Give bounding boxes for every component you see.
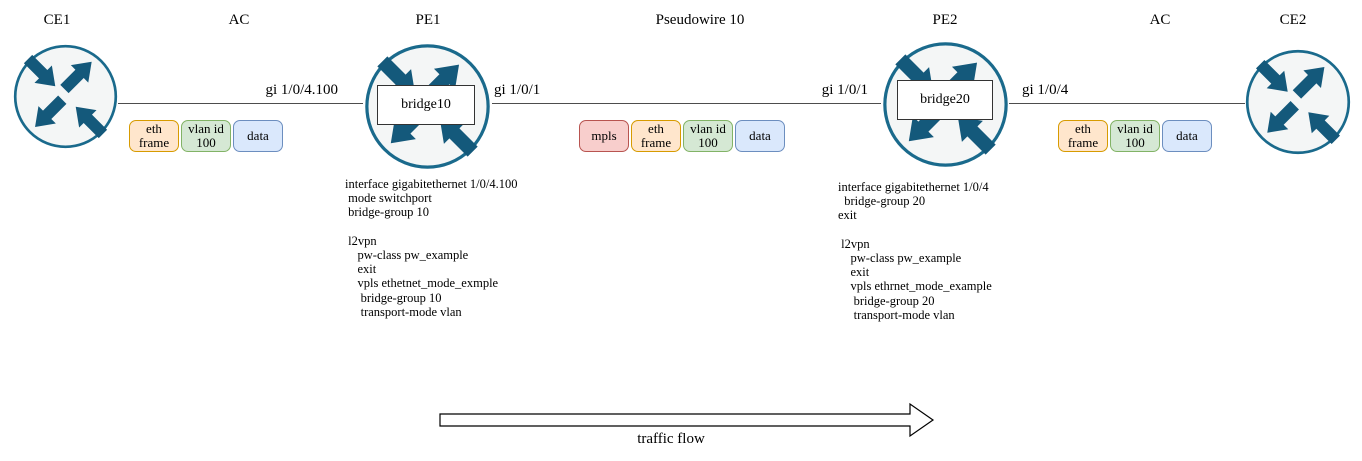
bridge10-box: bridge10 [377, 85, 475, 125]
vlan-id-box: vlan id 100 [683, 120, 733, 152]
mpls-box: mpls [579, 120, 629, 152]
vlan-id-box: vlan id 100 [181, 120, 231, 152]
label-ac-left: AC [228, 12, 250, 28]
eth-frame-box: eth frame [129, 120, 179, 152]
router-ce1 [12, 43, 119, 150]
iflabel-pe2-ac: gi 1/0/4 [1022, 82, 1069, 98]
link-ac-left [118, 103, 363, 104]
label-pe1: PE1 [415, 12, 441, 28]
label-pseudowire: Pseudowire 10 [655, 12, 745, 28]
eth-frame-box: eth frame [1058, 120, 1108, 152]
router-ce2 [1244, 48, 1352, 156]
data-box: data [1162, 120, 1212, 152]
data-box: data [735, 120, 785, 152]
bridge10-label: bridge10 [401, 97, 451, 112]
frame-stack-pseudowire: mpls eth frame vlan id 100 data [579, 120, 785, 152]
label-ce2: CE2 [1279, 12, 1307, 28]
iflabel-pe1-pw: gi 1/0/1 [494, 82, 541, 98]
pe1-config-text: interface gigabitethernet 1/0/4.100 mode… [345, 177, 518, 319]
traffic-flow-arrow [436, 402, 936, 443]
vlan-id-box: vlan id 100 [1110, 120, 1160, 152]
frame-stack-ac-right: eth frame vlan id 100 data [1058, 120, 1212, 152]
link-ac-right [1009, 103, 1245, 104]
link-pseudowire [492, 103, 881, 104]
eth-frame-box: eth frame [631, 120, 681, 152]
bridge20-box: bridge20 [897, 80, 993, 120]
router-icon [1244, 48, 1352, 156]
label-ac-right: AC [1149, 12, 1171, 28]
label-pe2: PE2 [932, 12, 958, 28]
label-ce1: CE1 [43, 12, 71, 28]
traffic-flow-label: traffic flow [637, 431, 705, 447]
frame-stack-ac-left: eth frame vlan id 100 data [129, 120, 283, 152]
bridge20-label: bridge20 [920, 92, 970, 107]
iflabel-pe1-ac: gi 1/0/4.100 [265, 82, 338, 98]
data-box: data [233, 120, 283, 152]
router-icon [12, 43, 119, 150]
iflabel-pe2-pw: gi 1/0/1 [821, 82, 868, 98]
block-arrow-icon [439, 402, 935, 438]
pe2-config-text: interface gigabitethernet 1/0/4 bridge-g… [838, 180, 992, 322]
